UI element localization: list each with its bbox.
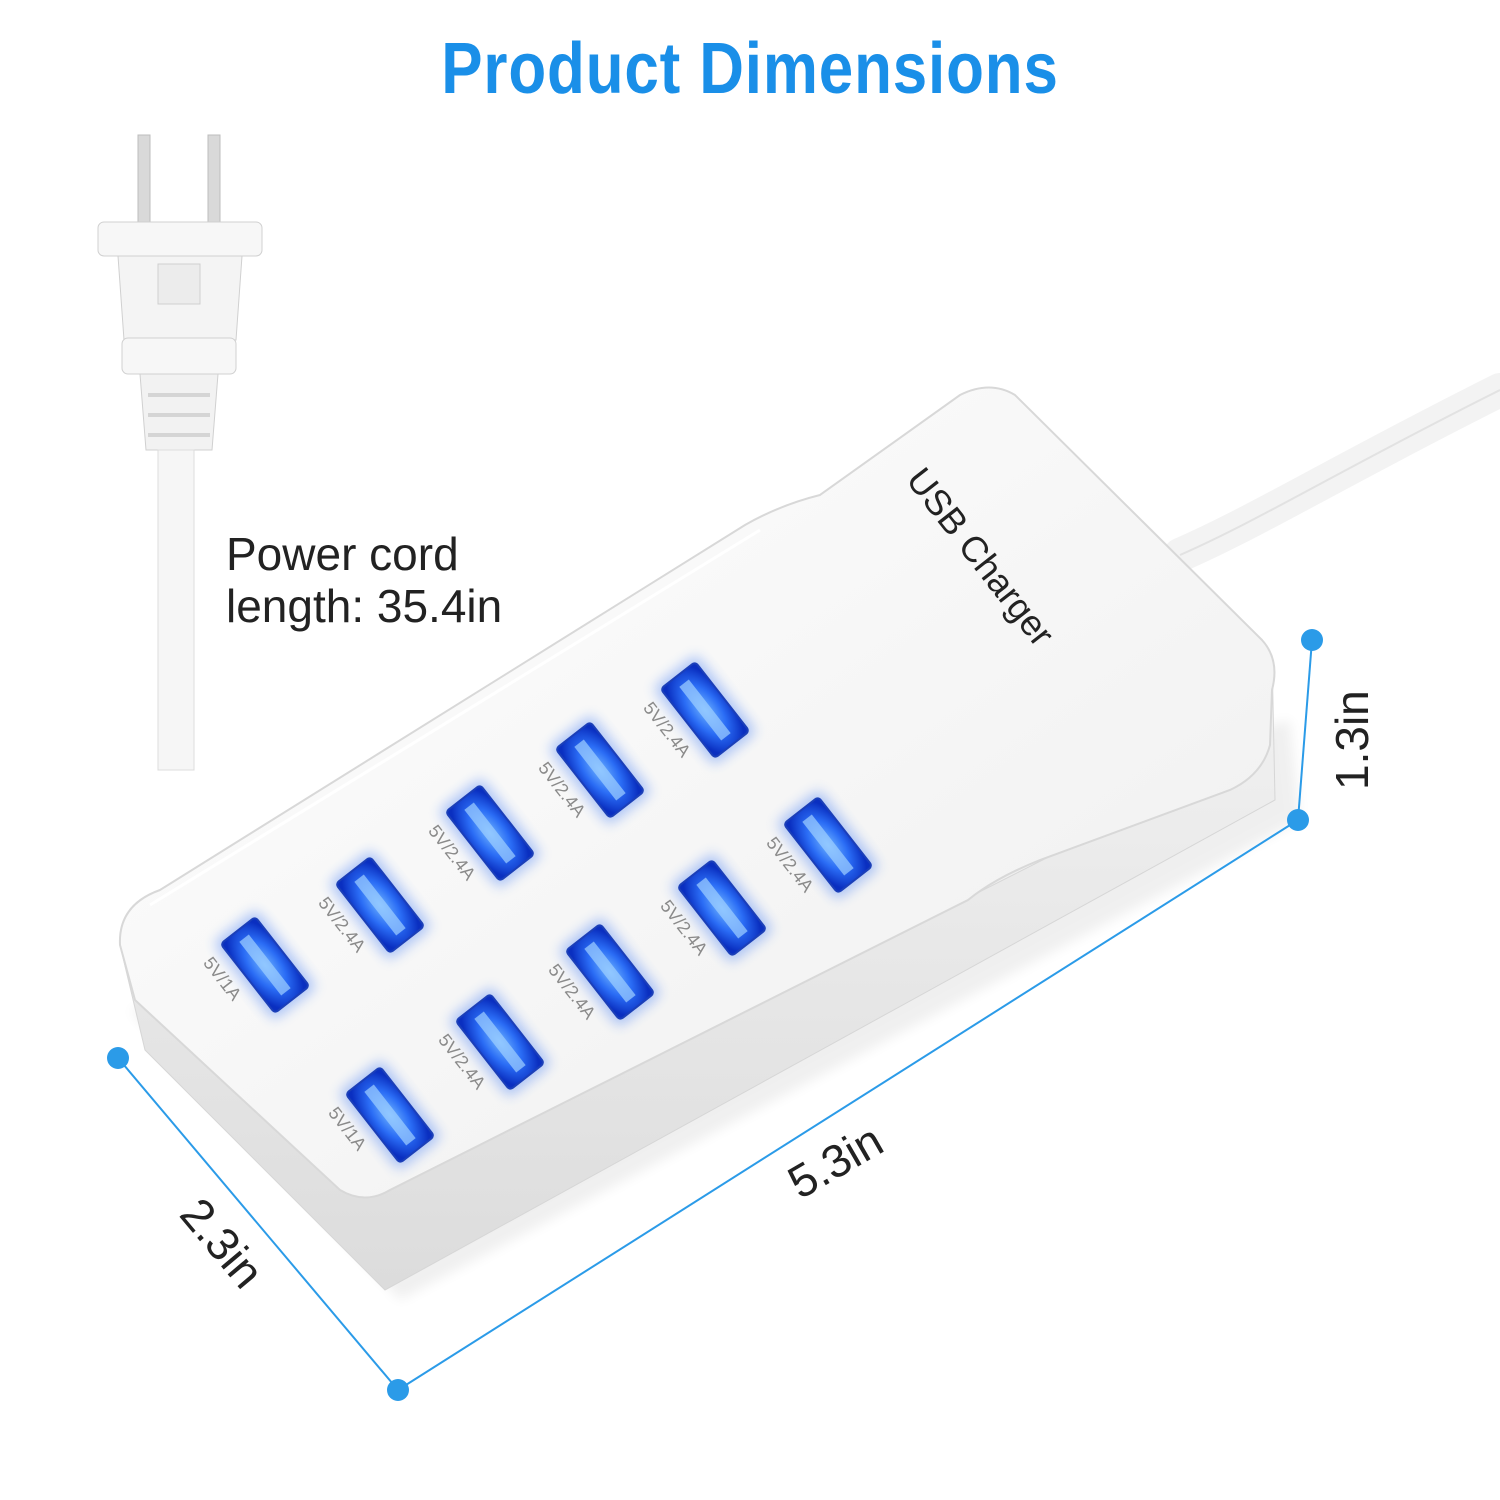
cord-label-line2: length: 35.4in bbox=[226, 580, 503, 632]
dimension-dot bbox=[387, 1379, 409, 1401]
dimension-dot bbox=[1301, 629, 1323, 651]
dimension-dot bbox=[1287, 809, 1309, 831]
usb-charger bbox=[118, 386, 1300, 1300]
usb-port: 5V/1A bbox=[324, 1061, 440, 1169]
width-dimension-label: 2.3in bbox=[170, 1188, 274, 1298]
power-plug bbox=[97, 134, 263, 771]
page-title: Product Dimensions bbox=[441, 29, 1059, 109]
height-dimension-label: 1.3in bbox=[1326, 690, 1378, 790]
dimension-dot bbox=[107, 1047, 129, 1069]
length-dimension-label: 5.3in bbox=[779, 1114, 891, 1209]
cord-length-label: Power cord length: 35.4in bbox=[226, 528, 502, 632]
dimension-lines bbox=[107, 629, 1323, 1401]
cord-label-line1: Power cord bbox=[226, 528, 459, 580]
usb-port: 5V/2.4A bbox=[762, 791, 878, 899]
